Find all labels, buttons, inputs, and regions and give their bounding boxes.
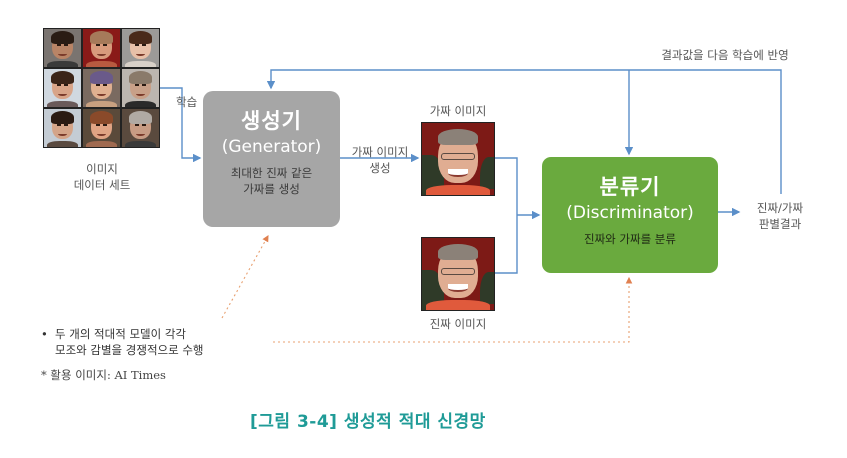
dataset-label-line1: 이미지 <box>86 162 118 176</box>
figure-caption: [그림 3-4] 생성적 적대 신경망 <box>250 412 486 432</box>
note-line1: 두 개의 적대적 모델이 각각 <box>55 327 187 341</box>
fake-gen-label-line1: 가짜 이미지 <box>351 145 409 159</box>
face-thumbnail-icon <box>122 69 159 107</box>
face-thumbnail-icon <box>44 29 81 67</box>
face-thumbnail-icon <box>83 69 120 107</box>
real-face-photo-icon <box>421 237 495 311</box>
discriminator-desc: 진짜와 가짜를 분류 <box>584 232 676 246</box>
face-thumbnail-icon <box>44 109 81 147</box>
fake-gen-label-line2: 생성 <box>369 161 391 175</box>
generator-desc: 최대한 진짜 같은 가짜를 생성 <box>203 165 340 197</box>
face-thumbnail-icon <box>83 29 120 67</box>
generator-box: 생성기 (Generator) 최대한 진짜 같은 가짜를 생성 <box>203 91 340 227</box>
result-label: 진짜/가짜 판별결과 <box>745 200 815 232</box>
bullet-icon: • <box>41 327 48 341</box>
adversarial-note: • 두 개의 적대적 모델이 각각 모조와 감별을 경쟁적으로 수행 <box>41 326 204 358</box>
result-label-line2: 판별결과 <box>758 217 802 231</box>
note-line2: 모조와 감별을 경쟁적으로 수행 <box>55 343 204 357</box>
discriminator-box: 분류기 (Discriminator) 진짜와 가짜를 분류 <box>542 157 718 273</box>
discriminator-title: 분류기 <box>599 175 661 199</box>
real-image-label: 진짜 이미지 <box>429 317 487 331</box>
face-thumbnail-icon <box>44 69 81 107</box>
face-thumbnail-icon <box>83 109 120 147</box>
dataset-label: 이미지 데이터 세트 <box>50 161 154 193</box>
generator-title: 생성기 <box>241 109 302 133</box>
discriminator-subtitle: (Discriminator) <box>566 203 694 223</box>
generator-desc-line2: 가짜를 생성 <box>243 182 300 196</box>
train-label: 학습 <box>176 95 198 109</box>
generator-subtitle: (Generator) <box>221 137 322 157</box>
image-source: * 활용 이미지: AI Times <box>41 368 166 382</box>
face-thumbnail-icon <box>122 29 159 67</box>
feedback-label: 결과값을 다음 학습에 반영 <box>661 48 789 62</box>
face-thumbnail-icon <box>122 109 159 147</box>
fake-image-label: 가짜 이미지 <box>429 104 487 118</box>
dataset-label-line2: 데이터 세트 <box>73 178 131 192</box>
fake-face-photo-icon <box>421 122 495 196</box>
result-label-line1: 진짜/가짜 <box>756 201 804 215</box>
generator-desc-line1: 최대한 진짜 같은 <box>230 166 313 180</box>
fake-gen-label: 가짜 이미지 생성 <box>341 144 419 176</box>
note-to-generator-dashed <box>221 235 269 319</box>
dataset-face-grid <box>43 28 160 148</box>
fake-to-merge-line <box>494 157 518 274</box>
